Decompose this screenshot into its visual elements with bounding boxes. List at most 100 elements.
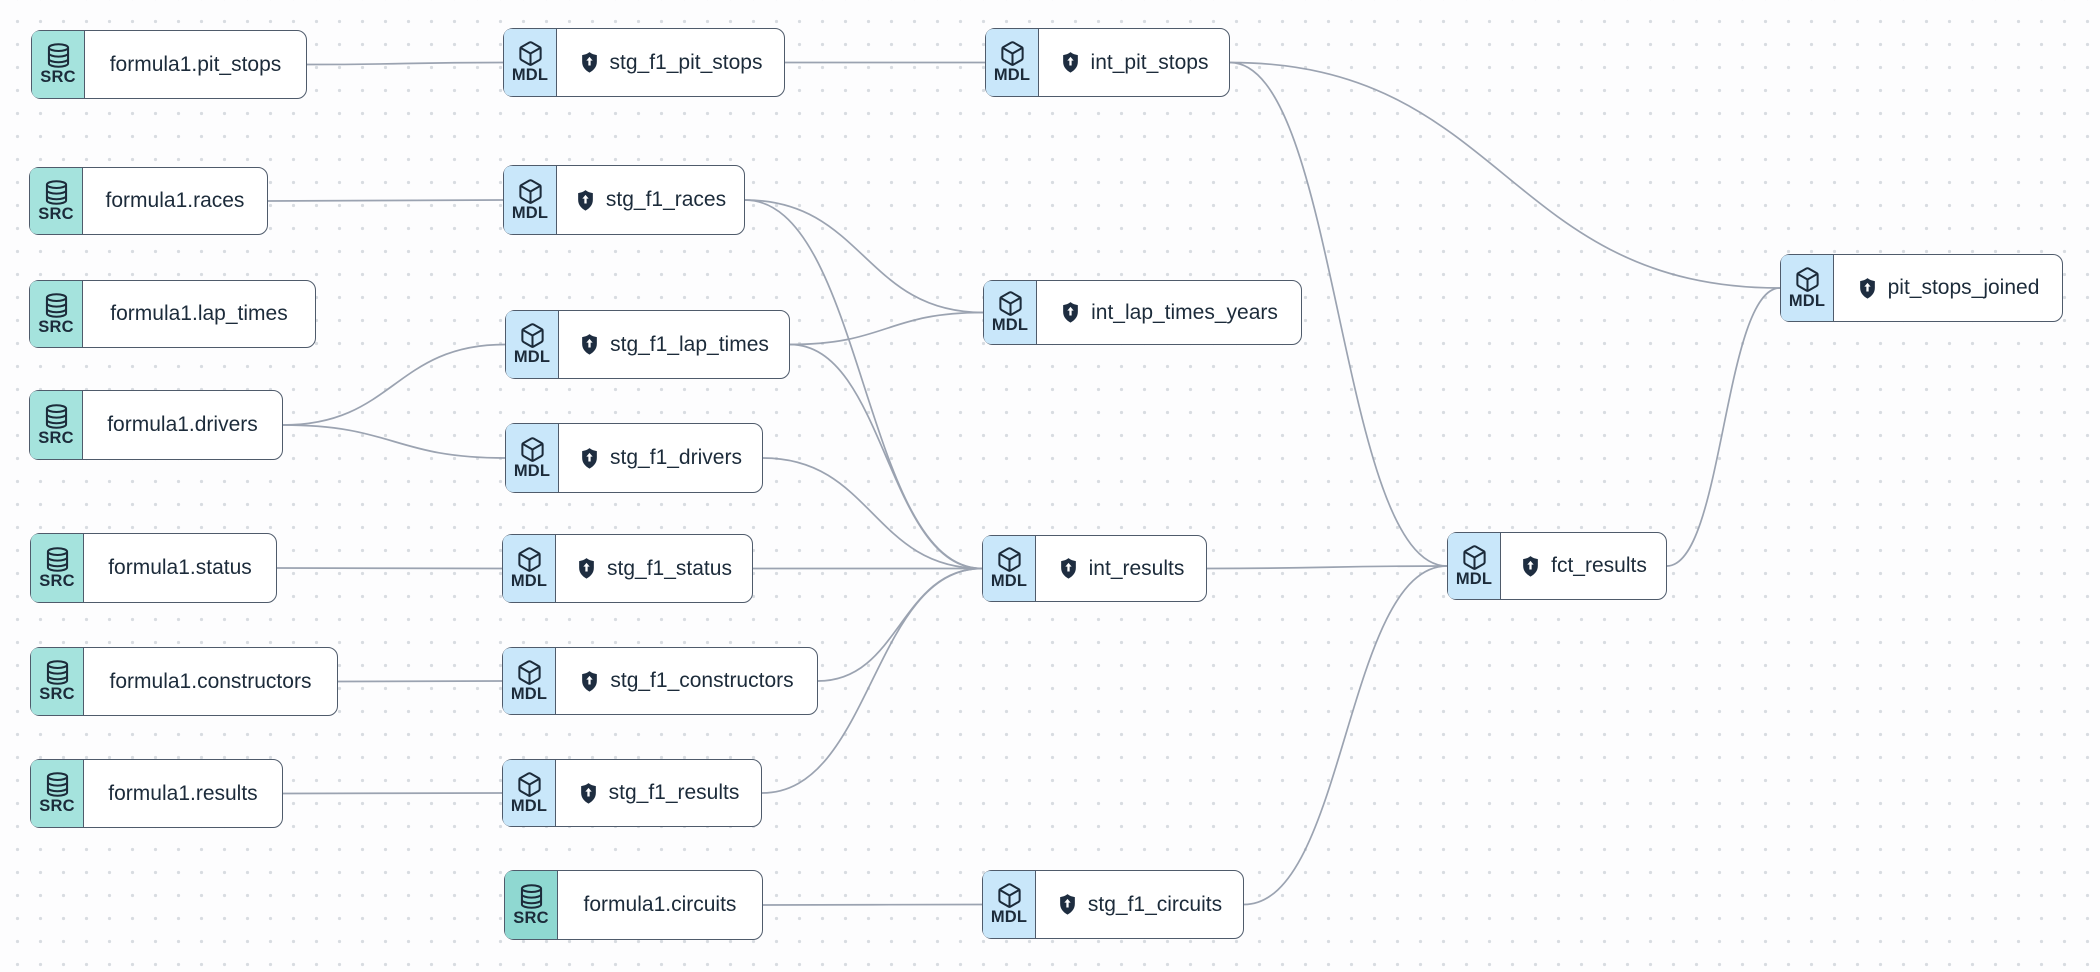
node-type-badge: SRC — [30, 391, 83, 459]
node-stg_f1_drivers[interactable]: MDL stg_f1_drivers — [505, 423, 763, 493]
database-icon — [518, 883, 545, 910]
cube-icon — [517, 178, 544, 205]
node-label-area: int_pit_stops — [1039, 29, 1229, 96]
node-label: formula1.circuits — [583, 893, 737, 916]
node-label: stg_f1_pit_stops — [609, 50, 763, 74]
node-type-badge: MDL — [983, 871, 1036, 938]
shield-icon — [1523, 555, 1538, 577]
node-type-badge: SRC — [31, 648, 84, 715]
node-formula1.races[interactable]: SRC formula1.races — [29, 167, 268, 235]
node-int_lap_times_years[interactable]: MDL int_lap_times_years — [983, 280, 1302, 345]
node-label: stg_f1_constructors — [610, 669, 794, 692]
node-label-area: stg_f1_status — [556, 535, 752, 602]
shield-icon — [579, 558, 594, 579]
node-label: stg_f1_circuits — [1087, 892, 1223, 916]
edge-formula1.circuits-to-stg_f1_circuits — [762, 903, 983, 906]
node-int_pit_stops[interactable]: MDL int_pit_stops — [985, 28, 1230, 97]
node-type-label: MDL — [993, 66, 1031, 85]
cube-icon — [516, 771, 543, 798]
node-formula1.circuits[interactable]: SRC formula1.circuits — [504, 870, 763, 940]
node-label: stg_f1_drivers — [610, 446, 742, 469]
node-type-label: MDL — [511, 66, 549, 85]
cube-icon — [516, 546, 543, 573]
cube-icon — [519, 322, 546, 349]
edge-formula1.status-to-stg_f1_status — [276, 567, 503, 570]
node-int_results[interactable]: MDL int_results — [982, 535, 1207, 602]
edge-formula1.results-to-stg_f1_results — [282, 792, 503, 795]
node-type-badge: MDL — [983, 536, 1036, 601]
shield-icon — [581, 52, 597, 73]
node-formula1.lap_times[interactable]: SRC formula1.lap_times — [29, 280, 316, 348]
node-type-badge: SRC — [32, 31, 85, 98]
node-label-area: int_results — [1036, 536, 1206, 601]
cube-icon — [517, 40, 544, 67]
edge-formula1.pit_stops-to-stg_f1_pit_stops — [306, 61, 504, 66]
node-label: pit_stops_joined — [1887, 276, 2040, 299]
node-pit_stops_joined[interactable]: MDL pit_stops_joined — [1780, 254, 2063, 322]
node-stg_f1_lap_times[interactable]: MDL stg_f1_lap_times — [505, 310, 790, 379]
node-type-label: SRC — [513, 908, 549, 927]
node-type-badge: SRC — [505, 871, 558, 939]
node-label: stg_f1_status — [607, 556, 732, 580]
database-icon — [44, 771, 71, 798]
node-type-label: SRC — [40, 68, 76, 87]
cube-icon — [519, 436, 546, 463]
node-label: formula1.races — [105, 189, 245, 212]
node-label: int_pit_stops — [1090, 50, 1209, 74]
database-icon — [44, 546, 71, 573]
cube-icon — [1461, 544, 1488, 571]
edge-stg_f1_constructors-to-int_results — [817, 567, 983, 682]
node-type-label: MDL — [991, 316, 1029, 335]
node-fct_results[interactable]: MDL fct_results — [1447, 532, 1667, 600]
shield-icon — [578, 189, 593, 211]
edge-formula1.drivers-to-stg_f1_lap_times — [282, 343, 506, 426]
node-stg_f1_constructors[interactable]: MDL stg_f1_constructors — [502, 647, 818, 715]
node-label: formula1.pit_stops — [109, 52, 282, 76]
node-label-area: formula1.pit_stops — [85, 31, 306, 98]
node-type-label: MDL — [510, 796, 548, 815]
node-type-label: MDL — [513, 461, 551, 480]
node-type-badge: MDL — [1448, 533, 1501, 599]
node-type-badge: MDL — [1781, 255, 1834, 321]
node-formula1.drivers[interactable]: SRC formula1.drivers — [29, 390, 283, 460]
edge-int_pit_stops-to-pit_stops_joined — [1229, 61, 1781, 289]
node-formula1.pit_stops[interactable]: SRC formula1.pit_stops — [31, 30, 307, 99]
node-type-label: SRC — [38, 317, 74, 336]
node-label-area: formula1.drivers — [83, 391, 282, 459]
edge-stg_f1_lap_times-to-int_lap_times_years — [789, 311, 984, 346]
database-icon — [43, 179, 70, 206]
node-label-area: fct_results — [1501, 533, 1666, 599]
node-formula1.constructors[interactable]: SRC formula1.constructors — [30, 647, 338, 716]
node-label-area: stg_f1_pit_stops — [557, 29, 784, 96]
node-formula1.status[interactable]: SRC formula1.status — [30, 533, 277, 603]
node-label: formula1.results — [108, 781, 258, 805]
node-stg_f1_circuits[interactable]: MDL stg_f1_circuits — [982, 870, 1244, 939]
database-icon — [43, 403, 70, 430]
node-type-label: SRC — [38, 428, 74, 447]
node-label-area: stg_f1_lap_times — [559, 311, 789, 378]
node-type-badge: MDL — [503, 535, 556, 602]
node-stg_f1_pit_stops[interactable]: MDL stg_f1_pit_stops — [503, 28, 785, 97]
shield-icon — [1063, 302, 1078, 323]
node-label-area: stg_f1_drivers — [559, 424, 762, 492]
edge-formula1.constructors-to-stg_f1_constructors — [337, 680, 503, 683]
node-label-area: formula1.constructors — [84, 648, 337, 715]
node-stg_f1_status[interactable]: MDL stg_f1_status — [502, 534, 753, 603]
shield-icon — [582, 334, 597, 355]
node-label-area: stg_f1_circuits — [1036, 871, 1243, 938]
shield-icon — [1062, 52, 1078, 73]
node-label-area: stg_f1_results — [556, 760, 761, 826]
shield-icon — [1060, 894, 1075, 915]
node-type-badge: SRC — [31, 534, 84, 602]
node-label-area: stg_f1_races — [557, 166, 744, 234]
database-icon — [44, 659, 71, 686]
node-type-badge: MDL — [986, 29, 1039, 96]
node-type-label: MDL — [1455, 569, 1493, 588]
node-label: stg_f1_results — [608, 781, 740, 804]
node-stg_f1_results[interactable]: MDL stg_f1_results — [502, 759, 762, 827]
node-type-label: MDL — [990, 572, 1028, 591]
node-stg_f1_races[interactable]: MDL stg_f1_races — [503, 165, 745, 235]
edge-formula1.races-to-stg_f1_races — [267, 199, 504, 202]
node-formula1.results[interactable]: SRC formula1.results — [30, 759, 283, 828]
